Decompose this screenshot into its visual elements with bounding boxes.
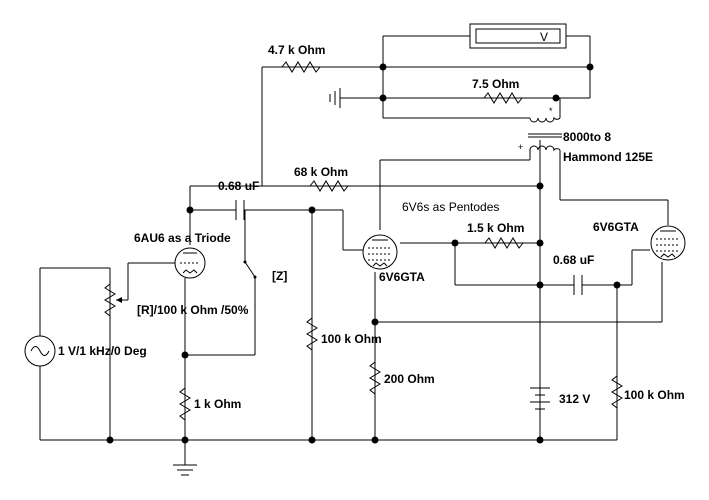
junction-dots	[106, 63, 621, 444]
resistor-1k5	[484, 237, 524, 249]
switch-label: [Z]	[272, 269, 287, 283]
resistor-4k7	[281, 61, 321, 73]
ac-source	[24, 335, 56, 367]
ground-symbol-bottom	[173, 464, 197, 476]
resistor-100k-right	[611, 375, 623, 409]
battery-label: 312 V	[559, 392, 590, 406]
tube-6v6-right-label: 6V6GTA	[593, 220, 639, 234]
svg-text:*: *	[549, 106, 553, 116]
resistor-100k-right-label: 100 k Ohm	[624, 388, 685, 402]
source-label: 1 V/1 kHz/0 Deg	[58, 344, 147, 358]
tube-6v6-right	[650, 225, 686, 261]
capacitor-top-label: 0.68 uF	[218, 179, 259, 193]
tube-6au6-label: 6AU6 as a Triode	[134, 231, 231, 245]
resistor-200	[369, 361, 381, 395]
battery-312v	[530, 387, 550, 410]
capacitor-mid	[570, 275, 585, 295]
resistor-68k	[309, 180, 349, 192]
svg-text:+: +	[518, 142, 523, 152]
tube-6v6-left-label: 6V6GTA	[379, 270, 425, 284]
resistor-100k-mid-label: 100 k Ohm	[321, 332, 382, 346]
resistor-7k5	[483, 92, 523, 104]
capacitor-top	[230, 200, 250, 220]
potentiometer	[104, 283, 128, 317]
pentode-note: 6V6s as Pentodes	[402, 200, 499, 214]
resistor-1k-label: 1 k Ohm	[194, 397, 241, 411]
resistor-200-label: 200 Ohm	[384, 372, 435, 386]
resistor-7k5-label: 7.5 Ohm	[472, 77, 519, 91]
resistor-4k7-label: 4.7 k Ohm	[268, 43, 325, 57]
voltmeter: V	[469, 23, 567, 49]
potentiometer-label: [R]/100 k Ohm /50%	[137, 303, 249, 317]
wires	[39, 35, 669, 465]
transformer-name-label: Hammond 125E	[563, 150, 653, 164]
resistor-68k-label: 68 k Ohm	[294, 165, 348, 179]
resistor-1k5-label: 1.5 k Ohm	[467, 221, 524, 235]
voltmeter-symbol: V	[540, 30, 548, 44]
tube-6au6	[174, 247, 206, 279]
switch-z	[243, 260, 257, 279]
ground-symbol-top	[329, 88, 355, 108]
tube-6v6-left	[362, 234, 398, 270]
output-transformer: * +	[518, 106, 562, 160]
capacitor-mid-label: 0.68 uF	[553, 253, 594, 267]
resistor-100k-mid	[306, 317, 318, 351]
resistor-1k	[179, 387, 191, 421]
transformer-ratio-label: 8000to 8	[563, 130, 611, 144]
